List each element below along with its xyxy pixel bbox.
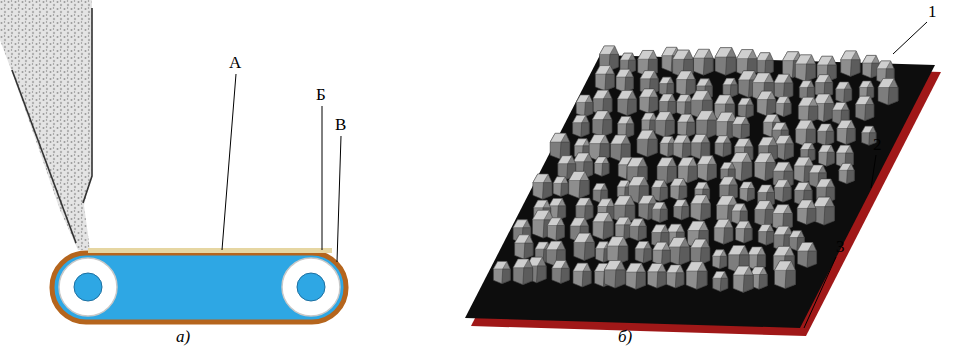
material-layer: [88, 248, 332, 253]
callout-number: 1: [928, 3, 937, 20]
abrasive-grains: [493, 46, 898, 292]
caption: б): [618, 328, 632, 345]
abrasive-sheet: [465, 46, 941, 336]
leader-lines: [222, 22, 927, 328]
conveyor-belt: [52, 248, 346, 322]
callout-letter: В: [335, 116, 346, 133]
callout-number: 3: [836, 238, 845, 255]
caption: а): [176, 328, 190, 345]
callout-number: 2: [873, 136, 882, 153]
hopper: [0, 0, 92, 250]
callout-letter: Б: [316, 86, 326, 103]
callout-letter: А: [229, 54, 241, 71]
